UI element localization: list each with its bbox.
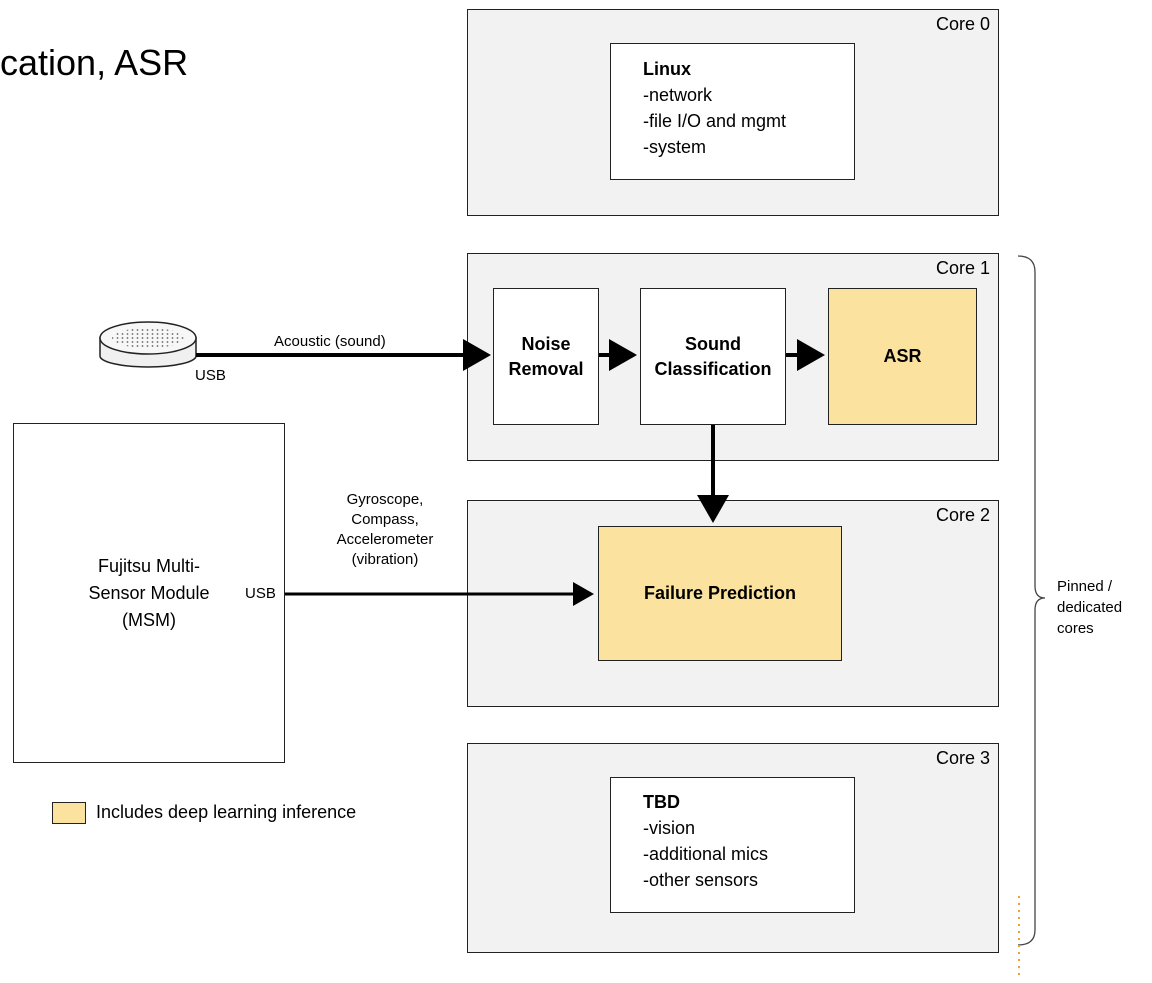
- core-3-label: Core 3: [935, 748, 990, 768]
- pinned-label: Pinned / dedicated cores: [1057, 576, 1122, 639]
- pinned-line: Pinned /: [1057, 578, 1113, 595]
- pinned-line: cores: [1057, 620, 1094, 637]
- sensor-label: Accelerometer: [336, 531, 434, 548]
- sensor-label: Compass,: [351, 511, 419, 528]
- tbd-box: TBD -vision -additional mics -other sens…: [610, 777, 855, 913]
- linux-item: -system: [643, 137, 706, 157]
- usb-mic-label: USB: [195, 367, 226, 384]
- core-2-label: Core 2: [935, 505, 990, 525]
- pinned-cores-bracket: [1017, 255, 1046, 946]
- noise-removal-block: Noise Removal: [493, 288, 599, 425]
- core-1-label: Core 1: [935, 258, 990, 278]
- noise-removal-line1: Noise: [521, 333, 571, 354]
- tbd-heading: TBD: [643, 792, 680, 812]
- msm-line3: (MSM): [122, 609, 176, 630]
- asr-label: ASR: [883, 346, 922, 366]
- msm-line1: Fujitsu Multi-: [97, 555, 200, 576]
- linux-box: Linux -network -file I/O and mgmt -syste…: [610, 43, 855, 180]
- linux-heading: Linux: [643, 59, 691, 79]
- linux-item: -network: [643, 85, 713, 105]
- failure-prediction-label: Failure Prediction: [643, 583, 797, 603]
- noise-removal-line2: Removal: [508, 358, 584, 379]
- acoustic-label: Acoustic (sound): [274, 333, 386, 350]
- pinned-line: dedicated: [1057, 599, 1123, 616]
- asr-block: ASR: [828, 288, 977, 425]
- tbd-item: -vision: [643, 818, 696, 838]
- core-0-label: Core 0: [935, 14, 990, 34]
- legend-swatch: [52, 801, 86, 824]
- sensor-label: (vibration): [351, 551, 419, 568]
- failure-prediction-block: Failure Prediction: [598, 526, 842, 661]
- sensor-labels: Gyroscope, Compass, Accelerometer (vibra…: [310, 490, 460, 570]
- sound-classification-line2: Classification: [654, 358, 772, 379]
- linux-item: -file I/O and mgmt: [643, 111, 787, 131]
- tbd-item: -additional mics: [643, 844, 769, 864]
- page-title: cation, ASR: [0, 42, 189, 83]
- legend: Includes deep learning inference: [52, 800, 356, 825]
- sound-classification-line1: Sound: [684, 333, 741, 354]
- msm-box: Fujitsu Multi- Sensor Module (MSM): [13, 423, 285, 763]
- usb-msm-label: USB: [245, 585, 276, 602]
- tbd-item: -other sensors: [643, 870, 759, 890]
- microphone-icon: [99, 321, 197, 368]
- legend-text: Includes deep learning inference: [96, 802, 357, 822]
- msm-line2: Sensor Module: [88, 582, 210, 603]
- sensor-label: Gyroscope,: [346, 491, 424, 508]
- sound-classification-block: Sound Classification: [640, 288, 786, 425]
